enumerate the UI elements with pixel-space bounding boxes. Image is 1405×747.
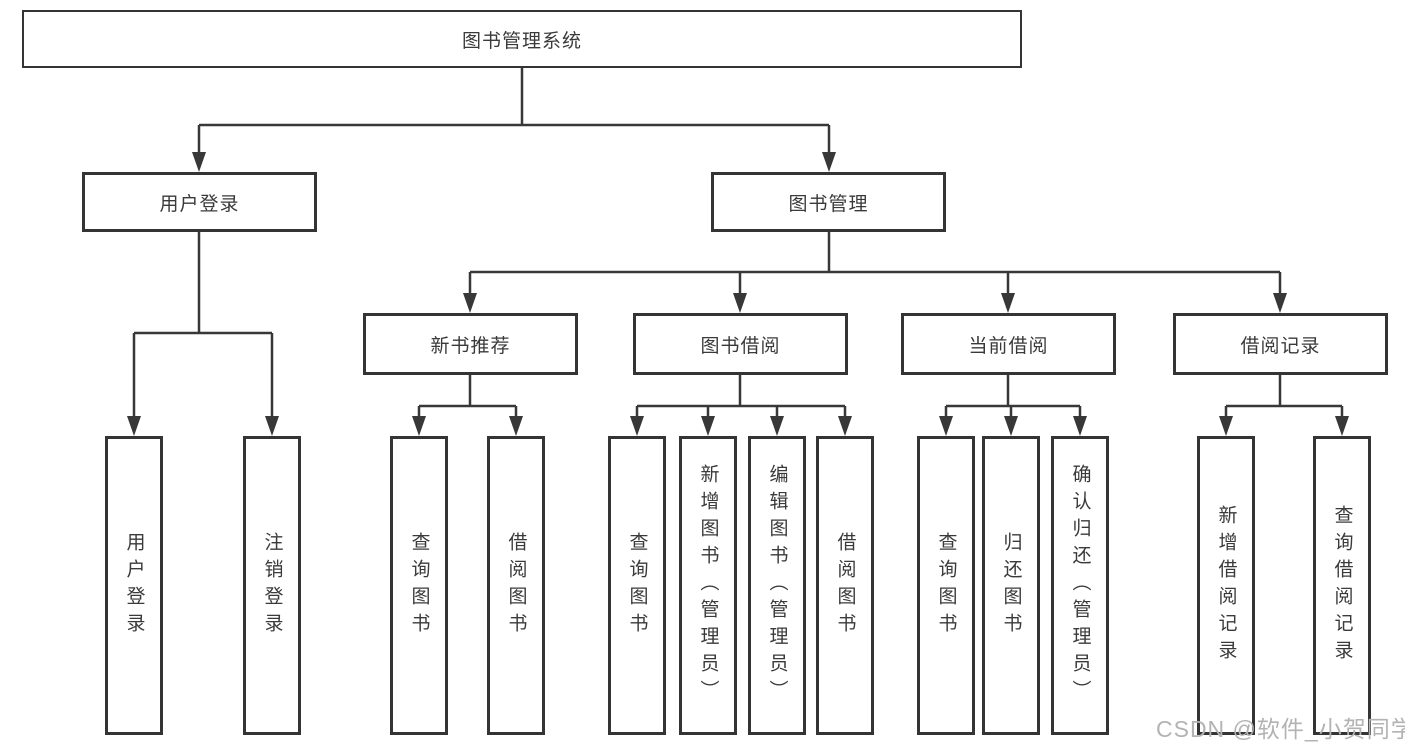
- leaf-label: 归还图书: [1000, 531, 1022, 640]
- leaf-label: 用户登录: [123, 531, 145, 640]
- arrowhead: [939, 416, 953, 436]
- arrowhead: [463, 293, 477, 313]
- node-current-borrow: 当前借阅: [901, 313, 1116, 375]
- connector-user-login-children: [132, 232, 274, 419]
- leaf-query-borrow-record: 查询借阅记录: [1313, 436, 1371, 735]
- connector-new-book-children: [417, 375, 518, 419]
- arrowhead: [265, 416, 279, 436]
- csdn-watermark: CSDN @软件_小贺同学: [1156, 716, 1405, 742]
- arrowhead: [1219, 416, 1233, 436]
- arrowhead: [733, 293, 747, 313]
- node-new-book-recommend: 新书推荐: [363, 313, 578, 375]
- leaf-edit-books-admin: 编辑图书（管理员）: [748, 436, 806, 735]
- node-label: 图书管理系统: [461, 30, 582, 52]
- connector-borrow-record-children: [1224, 375, 1344, 419]
- arrowhead: [701, 416, 715, 436]
- connector-book-mgmt-children: [468, 232, 1282, 296]
- node-book-borrow: 图书借阅: [633, 313, 848, 375]
- arrowhead: [1073, 416, 1087, 436]
- node-library-system: 图书管理系统: [22, 10, 1022, 68]
- arrowhead: [1273, 293, 1287, 313]
- node-label: 借阅记录: [1240, 335, 1321, 357]
- arrowhead: [1001, 293, 1015, 313]
- leaf-user-login: 用户登录: [105, 436, 163, 735]
- arrowhead: [838, 416, 852, 436]
- connector-root-to-level2: [197, 68, 831, 155]
- leaf-borrow-books-recommend: 借阅图书: [487, 436, 545, 735]
- node-label: 用户登录: [159, 193, 240, 215]
- connector-book-borrow-children: [635, 375, 847, 419]
- arrowhead: [509, 416, 523, 436]
- leaf-add-books-admin: 新增图书（管理员）: [679, 436, 737, 735]
- arrowhead: [822, 152, 836, 172]
- leaf-confirm-return-admin: 确认归还（管理员）: [1051, 436, 1109, 735]
- node-label: 新书推荐: [430, 335, 511, 357]
- arrowhead: [630, 416, 644, 436]
- arrowhead: [1335, 416, 1349, 436]
- leaf-label: 查询图书: [408, 531, 430, 640]
- node-user-login: 用户登录: [82, 172, 317, 232]
- connector-current-borrow-children: [944, 375, 1082, 419]
- arrowheads: [127, 152, 1349, 436]
- node-borrow-records: 借阅记录: [1173, 313, 1388, 375]
- arrowhead: [1004, 416, 1018, 436]
- leaf-label: 新增借阅记录: [1215, 504, 1237, 667]
- leaf-label: 借阅图书: [505, 531, 527, 640]
- arrowhead: [770, 416, 784, 436]
- node-book-management: 图书管理: [711, 172, 946, 232]
- leaf-label: 编辑图书（管理员）: [766, 464, 788, 707]
- leaf-return-books: 归还图书: [982, 436, 1040, 735]
- arrowhead: [412, 416, 426, 436]
- arrowhead: [192, 152, 206, 172]
- leaf-label: 查询图书: [935, 531, 957, 640]
- leaf-add-borrow-record: 新增借阅记录: [1197, 436, 1255, 735]
- arrowhead: [127, 416, 141, 436]
- leaf-label: 确认归还（管理员）: [1069, 464, 1091, 707]
- leaf-query-books-current: 查询图书: [917, 436, 975, 735]
- leaf-label: 查询图书: [626, 531, 648, 640]
- leaf-label: 查询借阅记录: [1331, 504, 1353, 667]
- node-label: 当前借阅: [968, 335, 1049, 357]
- leaf-label: 新增图书（管理员）: [697, 464, 719, 707]
- leaf-label: 借阅图书: [834, 531, 856, 640]
- leaf-borrow-books: 借阅图书: [816, 436, 874, 735]
- leaf-logout: 注销登录: [243, 436, 301, 735]
- node-label: 图书借阅: [700, 335, 781, 357]
- leaf-label: 注销登录: [261, 531, 283, 640]
- node-label: 图书管理: [788, 193, 869, 215]
- leaf-query-books-borrow: 查询图书: [608, 436, 666, 735]
- leaf-query-books-recommend: 查询图书: [390, 436, 448, 735]
